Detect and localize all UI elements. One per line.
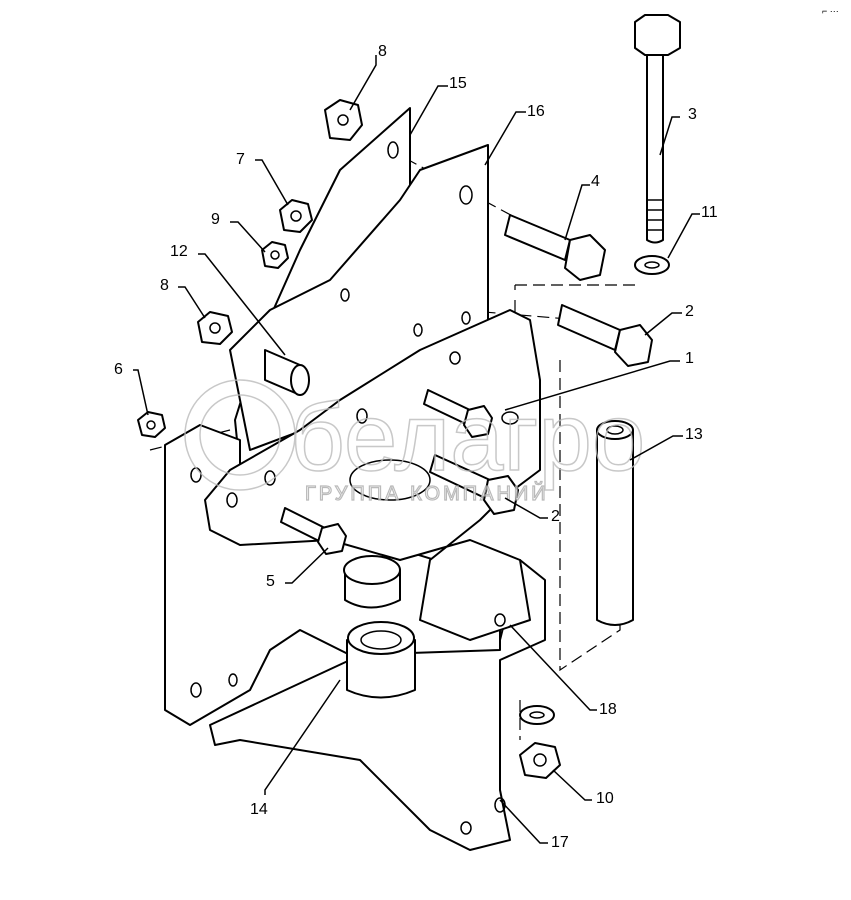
part-3-long-bolt	[634, 14, 681, 244]
corner-mark: ⌐ ⋯	[822, 6, 839, 16]
callout-5: 5	[266, 573, 275, 590]
part-2-bolt-upper	[557, 304, 653, 367]
svg-text:белагро: белагро	[290, 384, 645, 491]
callout-7: 7	[236, 151, 245, 168]
callout-6: 6	[114, 361, 123, 378]
part-12-spacer	[264, 349, 310, 396]
callout-13: 13	[685, 426, 703, 443]
part-14-bushings	[343, 555, 416, 699]
callout-15: 15	[449, 75, 467, 92]
part-5-bolt	[280, 507, 347, 555]
callout-1: 1	[685, 350, 694, 367]
callout-8: 8	[378, 43, 387, 60]
callout-18: 18	[599, 701, 617, 718]
part-13-pin	[596, 420, 634, 626]
callout-10: 10	[596, 790, 614, 807]
callout-4: 4	[591, 173, 600, 190]
part-18-plate	[204, 309, 541, 641]
callout-2b: 2	[551, 508, 560, 525]
nuts	[137, 99, 670, 779]
callout-labels: 8 15 16 3 7 4 11 9 12 8 2 6 1 13 2 5 18 …	[114, 43, 718, 851]
part-2-bolt-lower	[429, 454, 519, 515]
leader-lines	[133, 55, 700, 844]
callout-2: 2	[685, 303, 694, 320]
callout-9: 9	[211, 211, 220, 228]
callout-8b: 8	[160, 277, 169, 294]
callout-12: 12	[170, 243, 188, 260]
part-4-bolt	[504, 214, 606, 281]
watermark-logo: белагро ГРУППА КОМПАНИЙ	[184, 379, 646, 506]
callout-16: 16	[527, 103, 545, 120]
callout-3: 3	[688, 106, 697, 123]
callout-14: 14	[250, 801, 268, 818]
part-1-bolt	[423, 389, 493, 438]
svg-text:ГРУППА КОМПАНИЙ: ГРУППА КОМПАНИЙ	[305, 481, 549, 505]
callout-17: 17	[551, 834, 569, 851]
callout-11: 11	[701, 204, 718, 221]
